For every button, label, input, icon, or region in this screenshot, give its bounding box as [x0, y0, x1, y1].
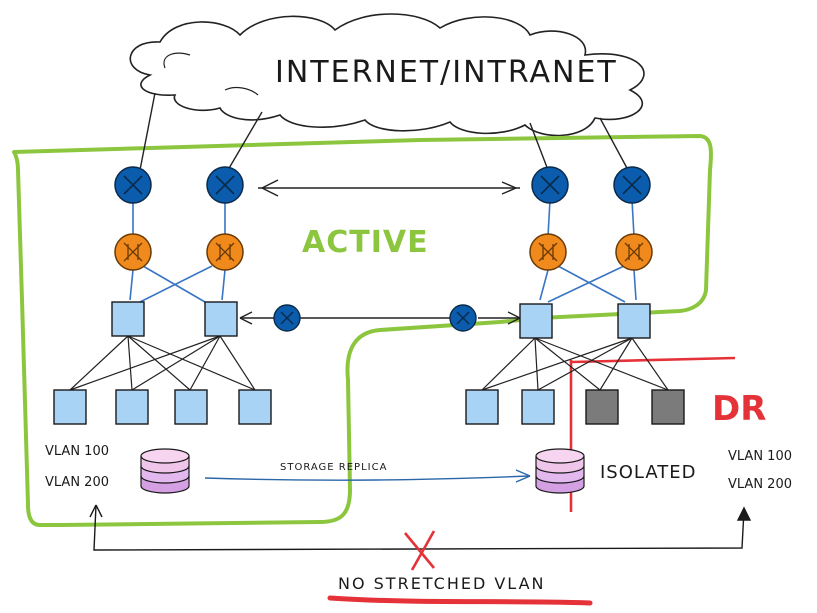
- access-switch-icon: [115, 389, 149, 425]
- cloud-label: INTERNET/INTRANET: [275, 55, 618, 90]
- router-icon: [531, 166, 569, 204]
- interconnect-router-icon: [273, 304, 301, 332]
- router-icon: [206, 166, 244, 204]
- no-stretched-vlan-connector: [89, 504, 752, 551]
- storage-replica-label: STORAGE REPLICA: [280, 462, 387, 473]
- core-switch-icon: [617, 303, 651, 339]
- left-access-links: [69, 335, 256, 391]
- storage-icon: [140, 448, 190, 494]
- core-switch-icon: [204, 301, 238, 337]
- router-icon: [114, 166, 152, 204]
- isolated-switch-icon: [651, 389, 685, 425]
- access-switch-icon: [465, 389, 499, 425]
- right-vlan-label: VLAN 200: [728, 477, 792, 492]
- internet-cloud: INTERNET/INTRANET: [129, 13, 645, 137]
- right-access-links: [481, 337, 669, 391]
- active-site-boundary: [12, 134, 713, 527]
- no-stretched-vlan-label: NO STRETCHED VLAN: [338, 574, 546, 593]
- core-interconnect: [239, 311, 521, 325]
- access-switch-icon: [53, 389, 87, 425]
- firewall-icon: [529, 233, 567, 271]
- bottom-underline: [327, 595, 593, 606]
- router-interconnect: [258, 179, 520, 197]
- storage-icon: [535, 448, 585, 494]
- core-switch-icon: [519, 303, 553, 339]
- firewall-icon: [114, 233, 152, 271]
- isolated-switch-icon: [585, 389, 619, 425]
- router-icon: [613, 166, 651, 204]
- firewall-icon: [615, 233, 653, 271]
- router-firewall-links: [129, 199, 637, 303]
- dr-site-boundary: [569, 356, 736, 512]
- right-vlan-label: VLAN 100: [728, 449, 792, 464]
- uplinks: [139, 92, 629, 171]
- left-vlan-label: VLAN 100: [45, 444, 109, 459]
- cross-icon: [403, 530, 436, 571]
- core-switch-icon: [111, 301, 145, 337]
- dr-label: DR: [712, 389, 766, 429]
- access-switch-icon: [521, 389, 555, 425]
- isolated-label: ISOLATED: [600, 462, 697, 483]
- access-switch-icon: [238, 389, 272, 425]
- storage-replica-arrow: [204, 469, 531, 483]
- active-label: ACTIVE: [302, 225, 429, 260]
- left-vlan-label: VLAN 200: [45, 475, 109, 490]
- firewall-icon: [206, 233, 244, 271]
- access-switch-icon: [174, 389, 208, 425]
- interconnect-router-icon: [449, 304, 477, 332]
